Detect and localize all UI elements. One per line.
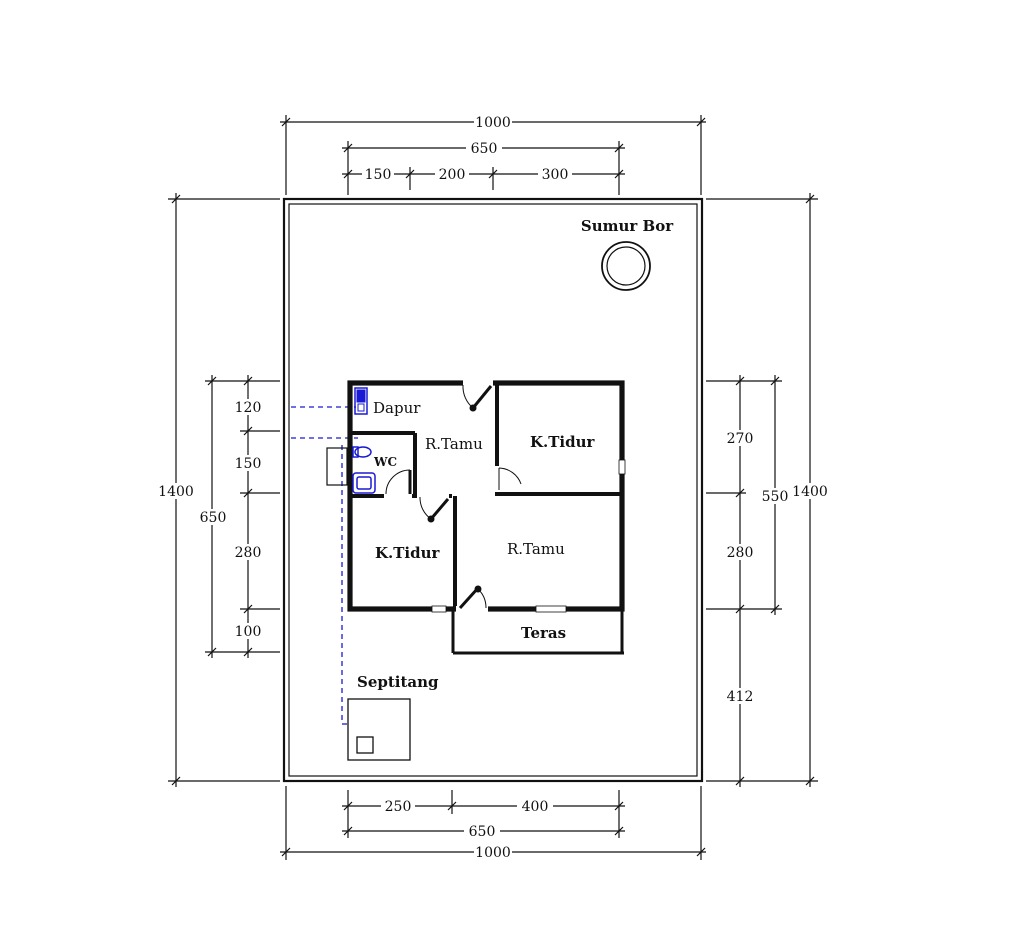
terrace (451, 611, 624, 655)
room-living-2-label: R.Tamu (507, 540, 565, 558)
room-kitchen-label: Dapur (373, 399, 421, 417)
dim-top-house: 650 (471, 141, 498, 157)
dim-left-seg-3: 280 (235, 545, 262, 561)
room-terrace-label: Teras (521, 624, 566, 642)
dim-bottom-seg-1: 250 (385, 799, 412, 815)
room-living-1-label: R.Tamu (425, 435, 483, 453)
septic-label: Septitang (357, 673, 439, 691)
dim-bottom-house: 650 (469, 824, 496, 840)
septic-tank (347, 698, 411, 761)
pipe-lines (291, 406, 358, 725)
dim-top-seg-2: 200 (439, 167, 466, 183)
dim-right-seg-2: 280 (727, 545, 754, 561)
dim-right-seg-1: 270 (727, 431, 754, 447)
wc-outside-box (326, 447, 348, 486)
well-label: Sumur Bor (581, 217, 674, 235)
dim-right-total: 1400 (792, 484, 828, 500)
dim-bottom-total: 1000 (475, 845, 511, 861)
dim-bottom-seg-2: 400 (522, 799, 549, 815)
doors (384, 379, 522, 612)
dim-top-total: 1000 (475, 115, 511, 131)
dim-left-seg-2: 150 (235, 456, 262, 472)
plot-boundary (282, 197, 704, 783)
dim-left-house: 650 (200, 510, 227, 526)
dim-top-seg-3: 300 (542, 167, 569, 183)
dim-left-total: 1400 (158, 484, 194, 500)
dim-left-seg-4: 100 (235, 624, 262, 640)
dim-right-seg-3: 412 (727, 689, 754, 705)
well (601, 241, 651, 291)
dim-left-seg-1: 120 (235, 400, 262, 416)
room-wc-label: WC (373, 455, 397, 469)
toilet-icon (352, 446, 372, 458)
kitchen-sink (354, 387, 368, 415)
dim-top-seg-1: 150 (365, 167, 392, 183)
room-bedroom-1-label: K.Tidur (530, 433, 596, 451)
room-bedroom-2-label: K.Tidur (375, 544, 441, 562)
dim-right-house: 550 (762, 489, 789, 505)
shower-tub (352, 472, 376, 494)
windows (431, 459, 626, 613)
